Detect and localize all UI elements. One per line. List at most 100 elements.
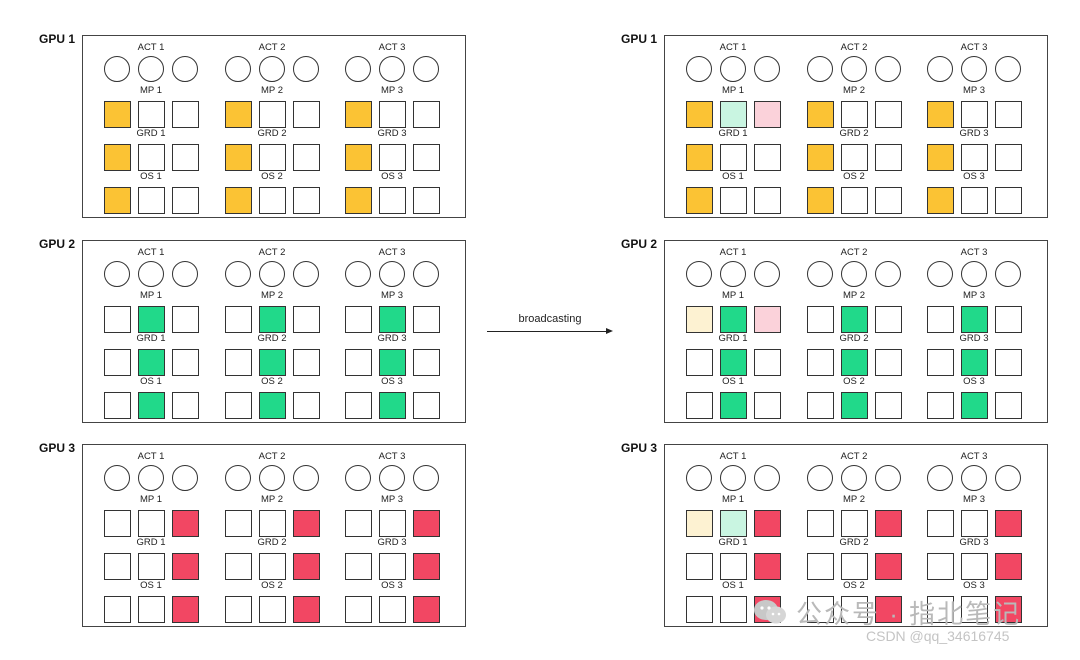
activation-circle [345,261,371,287]
grd-block [720,553,747,580]
mp-block [927,306,954,333]
activation-circle [293,261,319,287]
mp-block [413,101,440,128]
mp-label: MP 1 [139,290,162,301]
broadcast-arrow: broadcasting [487,313,613,337]
os-label: OS 1 [140,376,162,387]
mp-block [807,510,834,537]
mp-label: MP 3 [962,494,985,505]
os-label: OS 1 [140,580,162,591]
os-block [138,596,165,623]
grd-block [345,349,372,376]
mp-block [686,101,713,128]
mp-block [138,510,165,537]
act-label: ACT 2 [840,451,868,462]
os-label: OS 3 [963,580,985,591]
activation-circle [259,465,285,491]
os-block [172,187,199,214]
activation-circle [259,56,285,82]
os-block [961,187,988,214]
wechat-icon [754,600,786,624]
activation-circle [172,465,198,491]
grd-block [225,144,252,171]
os-label: OS 2 [261,376,283,387]
mp-label: MP 3 [380,290,403,301]
os-block [754,392,781,419]
mp-block [293,510,320,537]
grd-block [720,349,747,376]
os-label: OS 2 [261,580,283,591]
mp-block [379,510,406,537]
mp-label: MP 2 [260,85,283,96]
os-block [720,596,747,623]
mp-block [961,306,988,333]
os-block [104,596,131,623]
os-block [807,392,834,419]
grd-block [172,144,199,171]
mp-block [995,306,1022,333]
mp-label: MP 1 [721,290,744,301]
mp-block [875,101,902,128]
grd-block [875,144,902,171]
activation-circle [807,465,833,491]
activation-circle [995,56,1021,82]
mp-label: MP 3 [962,85,985,96]
activation-circle [875,465,901,491]
activation-circle [841,56,867,82]
grd-label: GRD 2 [839,537,869,548]
gpu-label: GPU 3 [621,441,658,455]
activation-circle [961,465,987,491]
activation-circle [104,465,130,491]
activation-circle [686,56,712,82]
mp-block [807,306,834,333]
mp-block [995,510,1022,537]
os-block [841,392,868,419]
activation-circle [104,261,130,287]
grd-block [807,553,834,580]
mp-label: MP 1 [721,494,744,505]
activation-circle [345,465,371,491]
mp-block [172,306,199,333]
grd-block [841,144,868,171]
activation-circle [841,465,867,491]
mp-block [345,101,372,128]
os-block [841,187,868,214]
os-block [961,392,988,419]
mp-block [259,101,286,128]
os-label: OS 3 [381,171,403,182]
os-label: OS 3 [963,376,985,387]
grd-block [686,144,713,171]
mp-block [686,306,713,333]
mp-block [875,510,902,537]
mp-block [172,101,199,128]
os-label: OS 1 [140,171,162,182]
activation-circle [225,56,251,82]
activation-circle [172,56,198,82]
grd-block [138,553,165,580]
os-block [172,392,199,419]
activation-circle [225,261,251,287]
grd-block [225,349,252,376]
grd-block [379,553,406,580]
grd-block [995,144,1022,171]
grd-block [413,349,440,376]
activation-circle [172,261,198,287]
activation-circle [754,465,780,491]
activation-circle [413,56,439,82]
grd-block [293,144,320,171]
os-block [225,187,252,214]
os-block [875,596,902,623]
os-block [754,187,781,214]
grd-label: GRD 1 [136,128,166,139]
os-block [259,187,286,214]
os-block [841,596,868,623]
grd-block [293,553,320,580]
grd-block [172,349,199,376]
gpu-label: GPU 2 [39,237,76,251]
grd-block [754,144,781,171]
arrow-head-icon [606,328,613,334]
os-block [686,392,713,419]
act-label: ACT 1 [719,451,747,462]
